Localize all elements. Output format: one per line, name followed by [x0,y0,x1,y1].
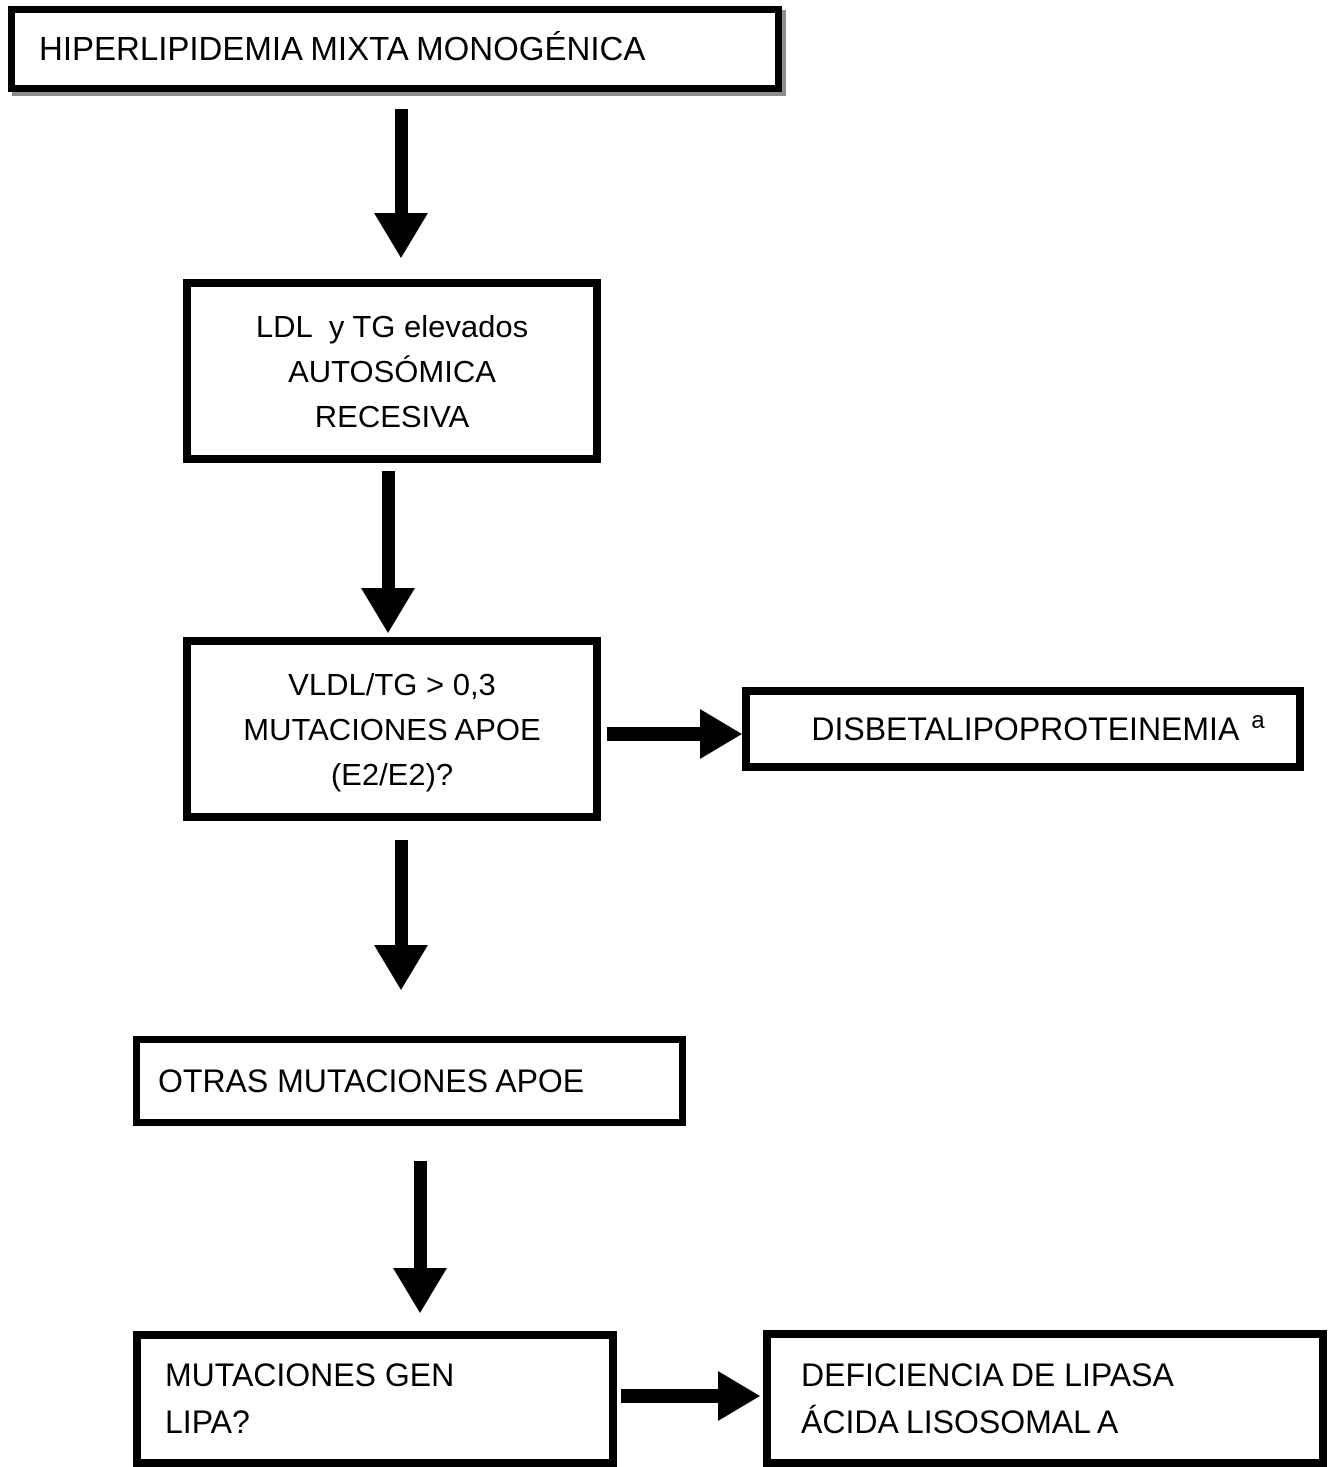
arrow-right-1-head [700,709,742,759]
arrow-down-4-head [393,1268,447,1313]
arrow-right-2-shaft [621,1389,720,1403]
arrow-down-3-shaft [395,840,408,947]
box-mutaciones-gen-lipa: MUTACIONES GEN LIPA? [133,1331,617,1467]
box-disbeta-label: DISBETALIPOPROTEINEMIA [811,710,1240,747]
box-root-label: HIPERLIPIDEMIA MIXTA MONOGÉNICA [39,30,646,67]
box-disbeta-footnote-marker: a [1251,707,1265,734]
box-lal-line: DEFICIENCIA DE LIPASA [801,1356,1174,1393]
box-vldl-line: (E2/E2)? [330,756,454,792]
arrow-down-2-head [361,588,415,633]
arrow-down-2-shaft [382,471,395,589]
arrow-down-3-head [374,945,428,990]
arrow-down-1-head [374,213,428,258]
box-disbetalipoproteinemia: DISBETALIPOPROTEINEMIA a [742,687,1304,771]
box-otras-mutaciones-apoe: OTRAS MUTACIONES APOE [133,1036,686,1126]
box-lipa-line: MUTACIONES GEN [165,1357,455,1393]
box-phenotype-line: LDL y TG elevados [255,308,529,344]
box-vldl-line: VLDL/TG > 0,3 [288,666,496,702]
arrow-right-2-head [718,1371,760,1421]
box-vldl-line: MUTACIONES APOE [243,711,541,747]
box-lal-line: ÁCIDA LISOSOMAL A [801,1403,1119,1440]
box-phenotype-line: AUTOSÓMICA [288,353,496,389]
box-deficiencia-lipasa-acida-lisosomal: DEFICIENCIA DE LIPASA ÁCIDA LISOSOMAL A [763,1330,1327,1467]
box-lipa-line: LIPA? [165,1404,250,1440]
arrow-right-1-shaft [607,727,702,741]
arrow-down-4-shaft [414,1161,427,1270]
box-otras-label: OTRAS MUTACIONES APOE [158,1062,585,1099]
box-vldl-tg-mutaciones-apoe: VLDL/TG > 0,3 MUTACIONES APOE (E2/E2)? [183,637,601,821]
box-hiperlipidemia-mixta-monogenica: HIPERLIPIDEMIA MIXTA MONOGÉNICA [8,6,782,92]
box-ldl-tg-elevados: LDL y TG elevados AUTOSÓMICA RECESIVA [183,279,601,463]
arrow-down-1-shaft [395,109,408,215]
box-phenotype-line: RECESIVA [314,398,470,434]
